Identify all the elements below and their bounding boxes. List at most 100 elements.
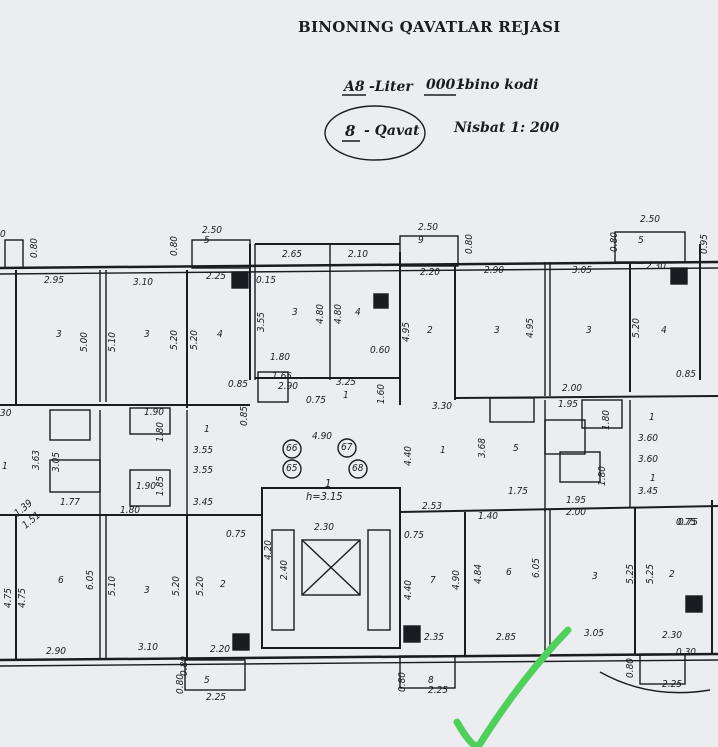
dimension-label: 0.80 — [175, 673, 186, 694]
room-number: 1 — [440, 445, 446, 456]
dimension-label: 0.30 — [676, 647, 697, 658]
dimension-label: 2.00 — [562, 383, 583, 394]
dimension-label: 4.84 — [473, 563, 484, 584]
dimension-label: 2.50 — [640, 214, 661, 225]
dimension-label: 3.60 — [638, 433, 659, 444]
room-number: 5 — [513, 443, 519, 454]
dimension-label: 1.80 — [601, 409, 612, 430]
dimension-label: 0.75 — [306, 395, 327, 406]
dimension-label: 1.95 — [558, 399, 579, 410]
dimension-label: 30 — [0, 408, 12, 419]
dimension-label: 4.90 — [312, 431, 333, 442]
dimension-label: 0.75 — [676, 517, 697, 528]
floor-value: 8 — [345, 122, 356, 140]
dimension-label: 3.68 — [477, 437, 488, 458]
dimension-label: 2.30 — [646, 261, 667, 272]
liter-value: A8 — [344, 79, 365, 95]
room-number: 3 — [144, 585, 150, 596]
stair-height: h=3.15 — [306, 490, 343, 503]
dimension-label: 1.90 — [136, 481, 157, 492]
dimension-label: 0.80 — [29, 237, 40, 258]
room-number: 3 — [586, 325, 592, 336]
room-number: 1 — [343, 390, 349, 401]
room-number: 1 — [649, 412, 655, 423]
dimension-label: 4.95 — [401, 321, 412, 342]
dimension-label: 4.75 — [3, 587, 14, 608]
dimension-label: 5.20 — [631, 317, 642, 338]
dimension-label: 1 — [2, 461, 8, 472]
dimension-label: 0.75 — [678, 517, 699, 528]
dimension-label: 3.60 — [638, 454, 659, 465]
dimension-label: 4.40 — [403, 579, 414, 600]
dimension-label: 1.65 — [272, 371, 293, 382]
dimension-label: 3.55 — [193, 445, 214, 456]
dimension-label: 3.55 — [256, 311, 267, 332]
dimension-label: 0.75 — [226, 529, 247, 540]
dimension-label: 5.20 — [195, 575, 206, 596]
dimension-label: 2.90 — [46, 646, 67, 657]
liter-label: -Liter — [369, 79, 413, 95]
dimension-label: 0.85 — [239, 405, 250, 426]
dimension-label: 5.10 — [107, 575, 118, 596]
room-number: 3 — [292, 307, 298, 318]
unit-circle-label: 66 — [286, 443, 298, 454]
dimension-label: 1.80 — [155, 421, 166, 442]
room-number: 4 — [217, 329, 223, 340]
code-label: -bino kodi — [459, 77, 539, 93]
room-number: 5 — [204, 235, 210, 246]
dimension-label: 0 — [0, 229, 6, 240]
dimension-label: 4.90 — [451, 569, 462, 590]
dimension-label: 0.85 — [676, 369, 697, 380]
stair-landing-number: 1 — [325, 477, 332, 490]
room-number: 4 — [661, 325, 667, 336]
dimension-label: 1.75 — [508, 486, 529, 497]
room-number: 6 — [506, 567, 512, 578]
dimension-label: 4.95 — [525, 317, 536, 338]
dimension-label: 2.00 — [566, 507, 587, 518]
dimension-label: 1.90 — [144, 407, 165, 418]
dimension-label: 2.20 — [210, 644, 231, 655]
dimension-label: 6.05 — [531, 557, 542, 578]
room-number: 7 — [430, 575, 436, 586]
dimension-label: 5.25 — [625, 563, 636, 584]
dimension-label: 2.40 — [279, 559, 290, 580]
dimension-label: 5.20 — [171, 575, 182, 596]
page-title: BINONING QAVATLAR REJASI — [298, 18, 561, 36]
dimension-label: 1.60 — [376, 383, 387, 404]
code-value: 0001 — [426, 77, 465, 93]
dimension-label: 0.80 — [609, 231, 620, 252]
dimension-label: 5.25 — [645, 563, 656, 584]
dimension-label: 5.10 — [107, 331, 118, 352]
room-number: 5 — [204, 675, 210, 686]
dimension-label: 2.90 — [484, 265, 505, 276]
dimension-label: 0.60 — [370, 345, 391, 356]
dimension-label: 2.53 — [422, 501, 443, 512]
dimension-label: 0.80 — [179, 655, 190, 676]
dimension-label: 4.20 — [263, 539, 274, 560]
dimension-label: 4.80 — [315, 303, 326, 324]
dimension-label: 0.80 — [464, 233, 475, 254]
dimension-label: 1.40 — [478, 511, 499, 522]
dimension-label: 1.80 — [270, 352, 291, 363]
dimension-label: 5.00 — [79, 331, 90, 352]
dimension-label: 6.05 — [85, 569, 96, 590]
room-number: 6 — [58, 575, 64, 586]
unit-circle-label: 65 — [286, 463, 298, 474]
dimension-label: 2.10 — [348, 249, 369, 260]
room-number: 3 — [144, 329, 150, 340]
dimension-label: 1.80 — [120, 505, 141, 516]
dimension-label: 5.20 — [169, 329, 180, 350]
room-number: 1 — [650, 473, 656, 484]
dimension-label: 0.95 — [699, 233, 710, 254]
dimension-label: 2.35 — [424, 632, 445, 643]
dimension-label: 3.45 — [638, 486, 659, 497]
room-number: 4 — [355, 307, 361, 318]
dimension-label: 0.75 — [404, 530, 425, 541]
dimension-label: 0.15 — [256, 275, 277, 286]
dimension-label: 1.85 — [155, 475, 166, 496]
dimension-label: 2.85 — [496, 632, 517, 643]
dimension-label: 3.30 — [432, 401, 453, 412]
dimension-label: 2.25 — [206, 692, 227, 703]
room-number: 3 — [56, 329, 62, 340]
